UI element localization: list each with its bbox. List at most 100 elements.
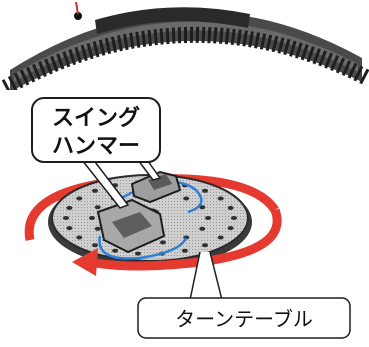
swing-hammer-label-line1: スイング (52, 105, 140, 131)
gear-tooth (110, 36, 117, 53)
ring-gear (1, 1, 369, 90)
bolt-hole (227, 226, 234, 231)
bolt-hole (159, 240, 166, 245)
gear-tooth (230, 28, 236, 46)
turntable-label: ターンテーブル (175, 307, 313, 331)
swing-hammer-callout-leader (81, 157, 130, 209)
ring-gear-highlight (95, 7, 250, 35)
gear-tooth (300, 44, 309, 61)
bolt-hole (66, 226, 73, 231)
bolt-hole (199, 226, 206, 231)
gear-tooth (271, 35, 279, 53)
gear-tooth (117, 35, 123, 52)
bolt-hole (227, 205, 234, 210)
bolt-hole (199, 205, 206, 210)
gear-tooth (306, 46, 315, 63)
gear-tooth (1, 79, 12, 90)
bolt-hole (202, 188, 208, 193)
ring-gear-teeth (1, 26, 369, 90)
gear-tooth (86, 43, 94, 60)
bolt-hole (202, 243, 208, 248)
gear-tooth (189, 26, 194, 43)
bolt-hole (112, 248, 119, 253)
gear-tooth (265, 34, 273, 51)
bolt-hole (183, 196, 190, 201)
gear-tooth (201, 26, 206, 44)
bolt-hole (89, 216, 95, 220)
gear-tooth (242, 30, 248, 47)
gear-tooth (353, 65, 364, 82)
gear-tooth (147, 29, 152, 46)
gear-tooth (294, 42, 303, 59)
gear-tooth (324, 52, 333, 69)
gear-tooth (254, 32, 261, 49)
bolt-hole (92, 243, 98, 248)
bolt-hole (231, 216, 237, 220)
gear-tooth (68, 48, 77, 66)
ring-gear-marker-tick (75, 1, 79, 15)
gear-tooth (104, 37, 112, 55)
gear-tooth (207, 27, 212, 44)
gear-tooth (177, 27, 182, 44)
gear-tooth (330, 55, 340, 72)
gear-tooth (318, 50, 327, 67)
gear-tooth (171, 27, 176, 44)
gear-tooth (359, 68, 369, 85)
gear-tooth (283, 38, 291, 56)
gear-tooth (341, 60, 352, 77)
gear-tooth (159, 28, 164, 45)
gear-tooth (259, 33, 267, 50)
gear-tooth (224, 28, 230, 45)
gear-tooth (277, 37, 285, 54)
gear-tooth (56, 53, 65, 70)
bolt-hole (66, 205, 73, 210)
gear-tooth (50, 55, 59, 72)
gear-tooth (7, 75, 18, 90)
gear-tooth (236, 29, 242, 46)
gear-tooth (135, 31, 141, 48)
gear-tooth (289, 40, 297, 57)
swing-hammer-upper (130, 170, 182, 204)
gear-tooth (13, 72, 24, 89)
swing-hammer-callout: スイング ハンマー (31, 97, 162, 209)
gear-tooth (92, 41, 100, 58)
bolt-hole (217, 235, 224, 240)
gear-tooth (165, 27, 170, 45)
bolt-hole (94, 205, 101, 210)
gear-tooth (213, 27, 218, 44)
gear-tooth (141, 30, 147, 47)
rotation-arrow-icon (72, 248, 98, 276)
turntable (48, 170, 252, 268)
gear-tooth (38, 61, 47, 78)
bolt-hole (76, 235, 83, 240)
bolt-hole (181, 248, 188, 253)
hammer-swing-path-lower (98, 235, 188, 260)
turntable-callout-box (137, 297, 351, 339)
bolt-hole (205, 216, 211, 220)
gear-tooth (312, 48, 321, 65)
swing-hammer-callout-box (31, 97, 161, 163)
ring-gear-inner-band (14, 21, 358, 82)
gear-tooth (19, 69, 30, 86)
bolt-hole (135, 251, 141, 256)
bolt-hole (76, 196, 83, 201)
gear-tooth (219, 27, 224, 44)
gear-tooth (195, 26, 200, 43)
gear-tooth (123, 33, 129, 51)
gear-tooth (98, 39, 106, 56)
ring-gear-marker (74, 12, 82, 20)
gear-tooth (80, 44, 88, 62)
gear-tooth (26, 66, 36, 83)
gear-tooth (153, 29, 158, 46)
gear-tooth (248, 31, 254, 48)
bolt-hole (94, 226, 101, 231)
gear-tooth (44, 58, 53, 75)
gear-tooth (347, 62, 358, 79)
gear-tooth (184, 27, 187, 43)
gear-tooth (335, 57, 346, 74)
swing-hammer-label-line2: ハンマー (52, 134, 140, 159)
bolt-hole (217, 196, 224, 201)
gear-tooth (32, 63, 41, 80)
bolt-hole (63, 216, 69, 220)
